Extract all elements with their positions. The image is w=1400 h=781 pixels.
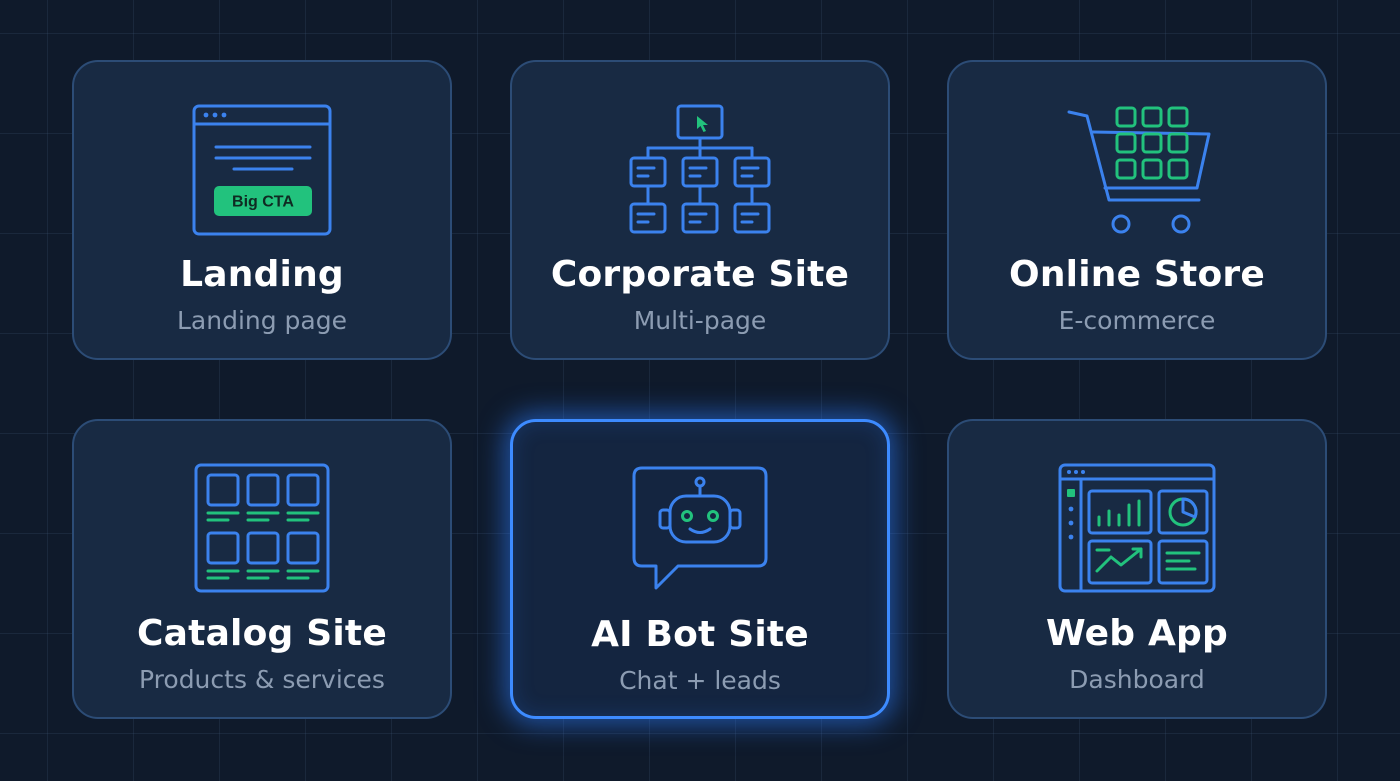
card-title: Online Store: [1009, 254, 1265, 295]
card-title: Landing: [180, 254, 344, 295]
card-title: AI Bot Site: [591, 614, 809, 655]
card-landing[interactable]: Big CTA Landing Landing page: [72, 60, 452, 360]
card-title: Catalog Site: [137, 613, 387, 654]
card-title: Web App: [1046, 613, 1228, 654]
card-subtitle: Multi-page: [633, 306, 767, 335]
catalog-grid-icon: [182, 461, 342, 597]
cta-label: Big CTA: [232, 194, 294, 211]
card-ai-bot-site[interactable]: AI Bot Site Chat + leads: [510, 419, 890, 719]
card-online-store[interactable]: Online Store E-commerce: [947, 60, 1327, 360]
card-catalog-site[interactable]: Catalog Site Products & services: [72, 419, 452, 719]
card-corporate-site[interactable]: Corporate Site Multi-page: [510, 60, 890, 360]
card-web-app[interactable]: Web App Dashboard: [947, 419, 1327, 719]
card-subtitle: Dashboard: [1069, 665, 1205, 694]
dashboard-icon: [1057, 461, 1217, 597]
sitemap-icon: [620, 102, 780, 238]
robot-chat-icon: [620, 462, 780, 598]
card-subtitle: Products & services: [139, 665, 385, 694]
landing-page-icon: Big CTA: [182, 102, 342, 238]
card-title: Corporate Site: [550, 254, 850, 295]
card-subtitle: E-commerce: [1058, 306, 1216, 335]
card-subtitle: Chat + leads: [619, 666, 781, 695]
card-subtitle: Landing page: [176, 306, 347, 335]
shopping-cart-icon: [1057, 102, 1217, 238]
